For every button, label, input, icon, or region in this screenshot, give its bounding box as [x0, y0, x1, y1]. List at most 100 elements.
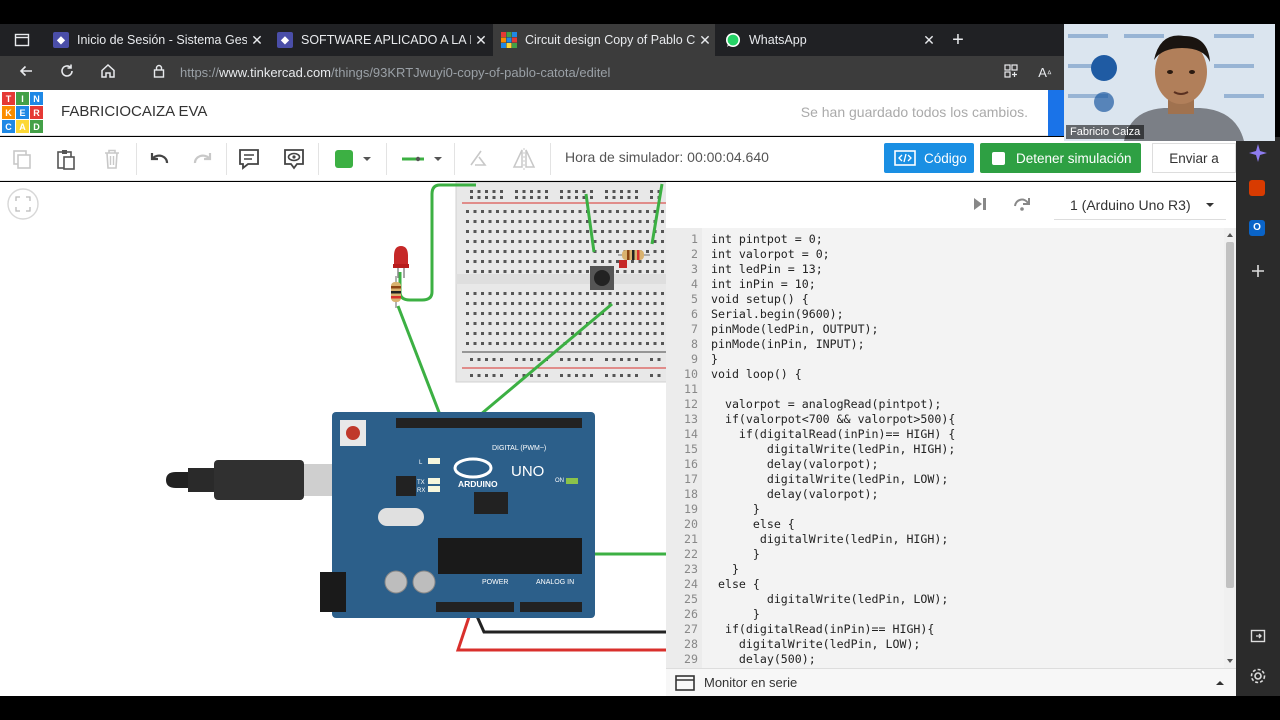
restart-icon[interactable]: [1012, 194, 1032, 219]
line-number: 17: [684, 472, 698, 486]
code-line: int ledPin = 13;: [711, 262, 823, 276]
digital-pins-label: DIGITAL (PWM~): [492, 445, 546, 452]
wire[interactable]: [474, 613, 666, 634]
settings-gear-icon[interactable]: [1249, 667, 1267, 685]
tab-title: Circuit design Copy of Pablo Cat: [525, 33, 695, 47]
code-line: digitalWrite(ledPin, LOW);: [711, 472, 949, 486]
tab-actions-button[interactable]: [8, 24, 36, 56]
code-line: void setup() {: [711, 292, 809, 306]
line-number: 22: [684, 547, 698, 561]
component-color-picker[interactable]: [328, 145, 380, 173]
code-line: int inPin = 10;: [711, 277, 816, 291]
line-number: 7: [691, 322, 698, 336]
wire[interactable]: [584, 193, 596, 253]
code-line: pinMode(inPin, INPUT);: [711, 337, 865, 351]
wire[interactable]: [398, 183, 476, 302]
code-line: digitalWrite(ledPin, LOW);: [711, 592, 949, 606]
tab-whatsapp[interactable]: WhatsApp ✕: [717, 24, 939, 56]
lock-icon[interactable]: [148, 62, 170, 84]
close-icon[interactable]: ✕: [699, 31, 711, 48]
wire[interactable]: [455, 613, 666, 652]
rotate-icon[interactable]: [464, 145, 492, 173]
code-line: }: [711, 547, 760, 561]
copy-icon[interactable]: [8, 145, 36, 173]
tx-led-label: TX: [417, 480, 425, 486]
editor-scrollbar[interactable]: [1224, 228, 1236, 668]
code-icon: [894, 150, 916, 166]
scrollbar-thumb[interactable]: [1226, 242, 1234, 588]
wire[interactable]: [473, 302, 613, 422]
circuit-canvas[interactable]: ARDUINO UNO DIGITAL (PWM~) POWER ANALOG …: [0, 182, 666, 696]
notes-visibility-icon[interactable]: [280, 145, 308, 173]
redo-icon[interactable]: [189, 145, 217, 173]
undo-icon[interactable]: [145, 145, 173, 173]
led-resistor[interactable]: [391, 276, 401, 308]
close-icon[interactable]: ✕: [475, 31, 487, 48]
delete-icon[interactable]: [98, 145, 126, 173]
project-name[interactable]: FABRICIOCAIZA EVA: [61, 103, 208, 120]
app-available-icon[interactable]: [1000, 62, 1022, 84]
red-led[interactable]: [393, 246, 409, 278]
paste-icon[interactable]: [52, 145, 80, 173]
note-icon[interactable]: [235, 145, 263, 173]
copilot-icon[interactable]: [1248, 143, 1268, 163]
url-field[interactable]: https://www.tinkercad.com/things/93KRTJw…: [180, 65, 610, 80]
wire-type-picker[interactable]: [394, 145, 450, 173]
close-icon[interactable]: ✕: [923, 31, 935, 48]
toolbar-separator: [454, 143, 455, 175]
send-to-button[interactable]: Enviar a: [1152, 143, 1236, 173]
tab-circuit-design[interactable]: Circuit design Copy of Pablo Cat ✕: [493, 24, 715, 56]
simulator-time: Hora de simulador: 00:00:04.640: [565, 149, 769, 165]
chevron-down-icon: [434, 157, 442, 161]
tinkercad-logo[interactable]: T I N K E R C A D: [2, 92, 43, 133]
read-aloud-icon[interactable]: Aᐞ: [1038, 65, 1052, 80]
home-icon[interactable]: [97, 62, 119, 84]
new-tab-button[interactable]: +: [952, 28, 964, 51]
office-icon[interactable]: [1249, 180, 1265, 196]
step-icon[interactable]: [970, 194, 990, 219]
code-button[interactable]: Código: [884, 143, 974, 173]
add-sidebar-app-icon[interactable]: [1250, 263, 1266, 279]
code-line: digitalWrite(ledPin, HIGH);: [711, 532, 949, 546]
usb-cable: [166, 460, 358, 500]
breadboard[interactable]: [455, 182, 666, 383]
split-screen-icon[interactable]: [1250, 628, 1266, 644]
breadboard-resistor[interactable]: [618, 250, 650, 268]
board-select[interactable]: 1 (Arduino Uno R3): [1054, 190, 1226, 220]
wire[interactable]: [650, 183, 664, 245]
code-line: digitalWrite(ledPin, HIGH);: [711, 442, 956, 456]
code-line: if(valorpot<700 && valorpot>500){: [711, 412, 956, 426]
back-icon[interactable]: [15, 62, 37, 84]
pushbutton[interactable]: [590, 266, 614, 290]
code-line: void loop() {: [711, 367, 802, 381]
scroll-down-icon[interactable]: [1224, 656, 1236, 666]
line-number: 23: [684, 562, 698, 576]
arduino-model-label: UNO: [511, 463, 544, 480]
code-line: else {: [711, 517, 795, 531]
code-line: }: [711, 607, 760, 621]
code-line: if(digitalRead(inPin)== HIGH){: [711, 622, 935, 636]
stop-simulation-button[interactable]: Detener simulación: [980, 143, 1141, 173]
arduino-brand-label: ARDUINO: [458, 479, 498, 489]
sistema-favicon-icon: ◆: [277, 32, 293, 48]
line-number: 24: [684, 577, 698, 591]
chevron-up-icon[interactable]: [1214, 677, 1226, 689]
wire[interactable]: [396, 305, 444, 421]
outlook-icon[interactable]: O: [1249, 220, 1265, 236]
chevron-down-icon: [363, 157, 371, 161]
scroll-up-icon[interactable]: [1224, 230, 1236, 240]
fit-view-icon[interactable]: [7, 188, 39, 220]
toolbar-separator: [226, 143, 227, 175]
close-icon[interactable]: ✕: [251, 31, 263, 48]
arduino-uno-board[interactable]: ARDUINO UNO DIGITAL (PWM~) POWER ANALOG …: [320, 412, 595, 618]
tab-software-aplicado[interactable]: ◆ SOFTWARE APLICADO A LA ELE( ✕: [269, 24, 491, 56]
reload-icon[interactable]: [56, 62, 78, 84]
code-line: int valorpot = 0;: [711, 247, 830, 261]
flip-icon[interactable]: [510, 145, 538, 173]
tab-sistema-gestion[interactable]: ◆ Inicio de Sesión - Sistema Gestió ✕: [45, 24, 267, 56]
address-bar-row: https://www.tinkercad.com/things/93KRTJw…: [0, 56, 1064, 90]
serial-monitor-bar[interactable]: Monitor en serie: [666, 668, 1236, 696]
line-number: 26: [684, 607, 698, 621]
